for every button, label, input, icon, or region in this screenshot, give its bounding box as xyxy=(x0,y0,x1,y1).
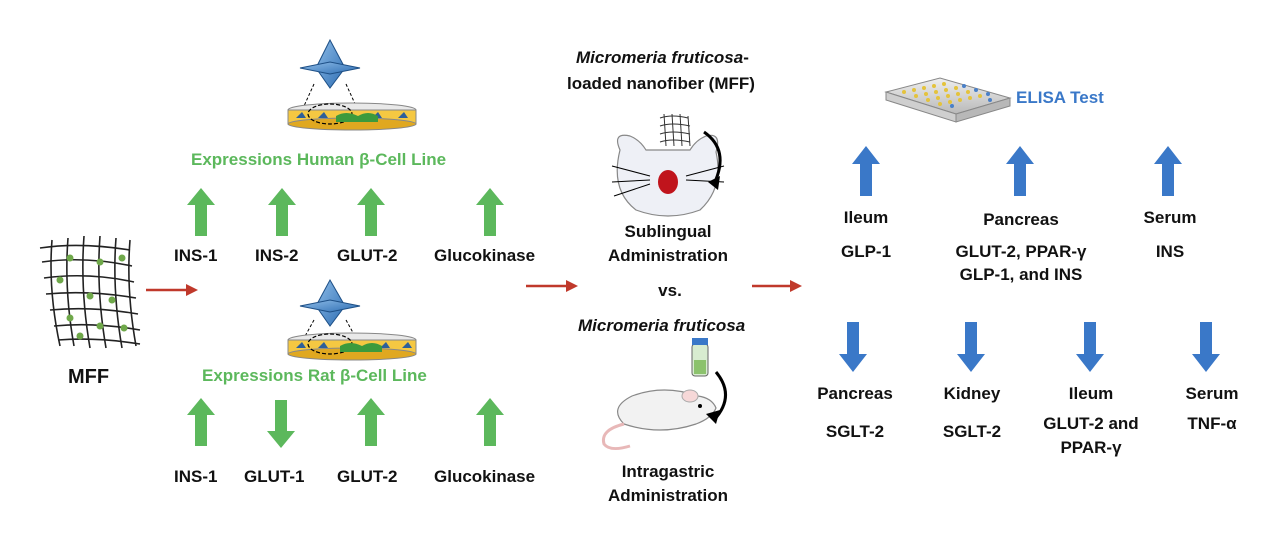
rat-gene-ins1: INS-1 xyxy=(174,467,218,486)
serum-up-arrow xyxy=(1154,146,1182,196)
down-marker-kidney-0: SGLT-2 xyxy=(942,422,1002,441)
up-marker-ileum-0: GLP-1 xyxy=(840,242,892,261)
down-marker-serum-0: TNF-α xyxy=(1187,414,1237,433)
down-organ-serum: Serum xyxy=(1185,384,1239,403)
human-cell-line-title: Expressions Human β-Cell Line xyxy=(191,150,447,169)
human-cell-dish-icon xyxy=(287,38,417,131)
rat-glucokinase-up-arrow xyxy=(476,398,504,446)
rat-gene-glut2: GLUT-2 xyxy=(337,467,398,486)
sublingual-line2: Administration xyxy=(608,246,728,265)
extract-title: Micromeria fruticosa xyxy=(578,316,746,335)
up-marker-pancreas-1: GLP-1, and INS xyxy=(959,265,1083,284)
up-marker-pancreas-0: GLUT-2, PPAR-γ xyxy=(955,242,1087,261)
pancreas-down-arrow xyxy=(839,322,867,372)
nanofiber-title-line1: Micromeria fruticosa- xyxy=(576,48,749,68)
nanofiber-title-line2: loaded nanofiber (MFF) xyxy=(567,74,755,93)
human-glut2-up-arrow xyxy=(357,188,385,236)
up-organ-serum: Serum xyxy=(1143,208,1197,227)
down-marker-ileum-0: GLUT-2 and xyxy=(1043,414,1139,433)
ileum-up-arrow xyxy=(852,146,880,196)
sublingual-line1: Sublingual xyxy=(624,222,712,241)
nanofiber-title-species: Micromeria fruticosa xyxy=(576,48,744,67)
human-gene-ins1: INS-1 xyxy=(174,246,218,265)
nanofiber-mesh-icon xyxy=(39,235,141,349)
rat-glut1-down-arrow xyxy=(267,400,295,448)
intragastric-line2: Administration xyxy=(608,486,728,505)
human-gene-ins2: INS-2 xyxy=(255,246,299,265)
up-organ-ileum: Ileum xyxy=(843,208,889,227)
down-organ-kidney: Kidney xyxy=(943,384,1001,403)
ileum-down-arrow xyxy=(1076,322,1104,372)
human-gene-glut2: GLUT-2 xyxy=(337,246,398,265)
down-organ-pancreas: Pancreas xyxy=(817,384,893,403)
arrow-mff-to-cells xyxy=(146,284,198,296)
intragastric-line1: Intragastric xyxy=(621,462,715,481)
rat-glut2-up-arrow xyxy=(357,398,385,446)
mff-label: MFF xyxy=(68,366,110,388)
down-marker-ileum-1: PPAR-γ xyxy=(1060,438,1122,457)
rat-ins1-up-arrow xyxy=(187,398,215,446)
rat-cell-line-title: Expressions Rat β-Cell Line xyxy=(202,366,427,385)
down-organ-ileum: Ileum xyxy=(1068,384,1114,403)
rat-cell-dish-icon xyxy=(287,278,417,361)
elisa-title: ELISA Test xyxy=(1016,88,1104,107)
rat-gene-glut1: GLUT-1 xyxy=(244,467,305,486)
human-glucokinase-up-arrow xyxy=(476,188,504,236)
elisa-down-arrows xyxy=(839,322,1220,372)
arrow-animal-to-elisa xyxy=(752,280,802,292)
kidney-down-arrow xyxy=(957,322,985,372)
rat-arrows xyxy=(187,398,504,448)
human-arrows xyxy=(187,188,504,236)
down-marker-pancreas-0: SGLT-2 xyxy=(825,422,885,441)
rat-gene-glucokinase: Glucokinase xyxy=(434,467,536,486)
human-gene-glucokinase: Glucokinase xyxy=(434,246,536,265)
up-organ-pancreas: Pancreas xyxy=(983,210,1059,229)
arrow-cells-to-animal xyxy=(526,280,578,292)
pancreas-up-arrow xyxy=(1006,146,1034,196)
elisa-up-arrows xyxy=(852,146,1182,196)
human-ins2-up-arrow xyxy=(268,188,296,236)
mouse-intragastric-icon xyxy=(601,338,727,451)
serum-down-arrow xyxy=(1192,322,1220,372)
vs-label: vs. xyxy=(658,281,682,300)
elisa-plate-icon xyxy=(884,77,1012,123)
human-ins1-up-arrow xyxy=(187,188,215,236)
rat-head-sublingual-icon xyxy=(611,113,725,217)
up-marker-serum-0: INS xyxy=(1155,242,1185,261)
nanofiber-title-hyphen: - xyxy=(743,48,749,67)
